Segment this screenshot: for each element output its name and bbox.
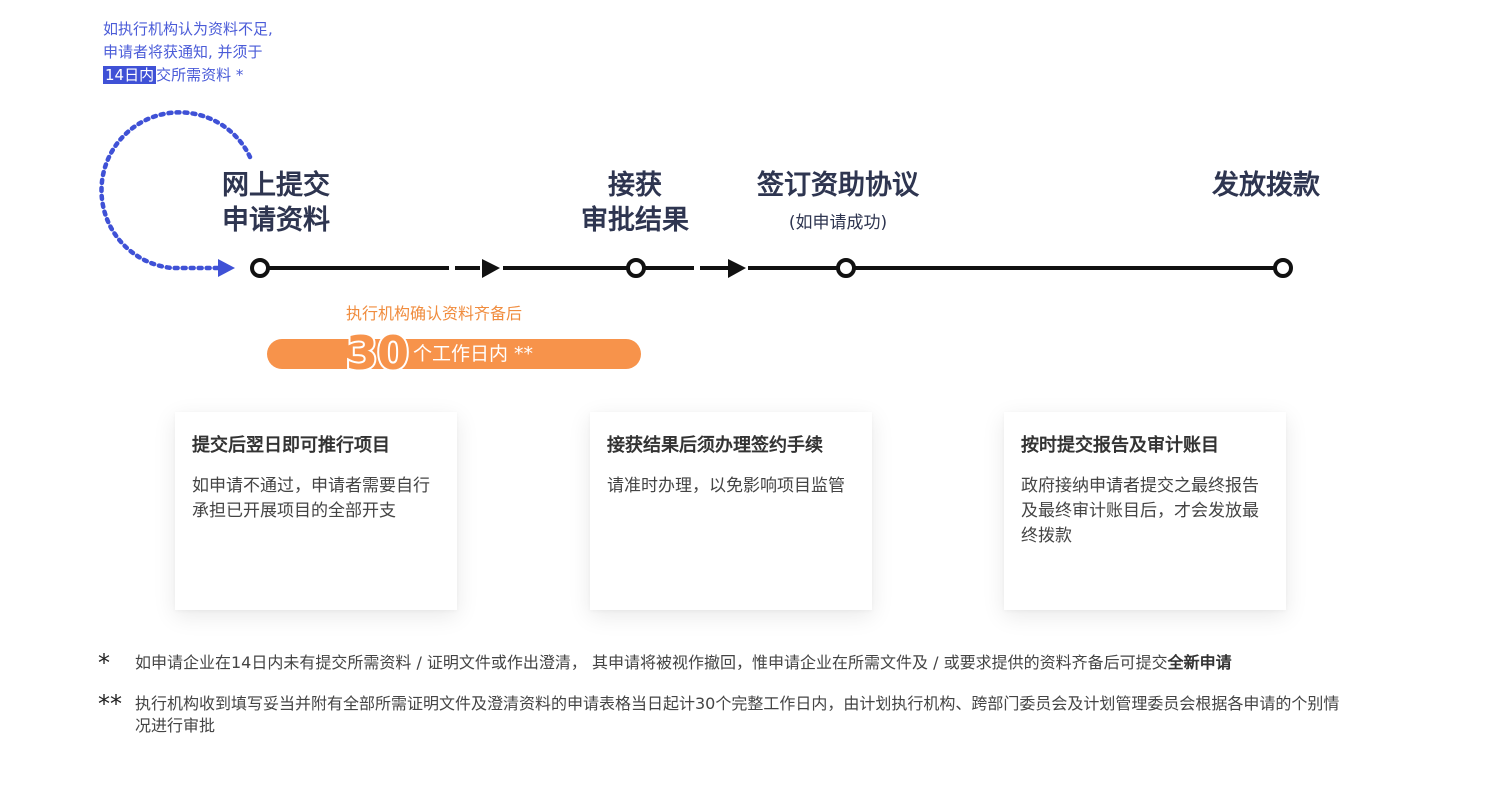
footnote-2-mark: ** <box>98 690 122 718</box>
note-line-3: 14日内交所需资料 * <box>103 64 273 87</box>
step-2-line2: 审批结果 <box>581 205 689 236</box>
timeline-arrow-2 <box>728 259 746 278</box>
timeline-arrow-1 <box>482 259 500 278</box>
card-2-title: 接获结果后须办理签约手续 <box>607 435 823 456</box>
resubmission-note: 如执行机构认为资料不足, 申请者将获通知, 并须于 14日内交所需资料 * <box>103 18 273 87</box>
card-2-body: 请准时办理，以免影响项目监管 <box>607 476 845 496</box>
card-3-body: 政府接纳申请者提交之最终报告及最终审计账目后，才会发放最终拨款 <box>1021 476 1259 546</box>
resubmit-loop-arrow <box>99 110 253 271</box>
note-line-3-rest: 交所需资料 * <box>156 66 244 84</box>
info-card-1: 提交后翌日即可推行项目 如申请不通过，申请者需要自行承担已开展项目的全部开支 <box>175 412 457 610</box>
card-1-title: 提交后翌日即可推行项目 <box>192 435 390 456</box>
footnote-2-text: 执行机构收到填写妥当并附有全部所需证明文件及澄清资料的申请表格当日起计30个完整… <box>135 694 1340 735</box>
step-3-subtitle: (如申请成功) <box>788 213 888 233</box>
footnote-1-mark: * <box>98 649 110 677</box>
card-3-title: 按时提交报告及审计账目 <box>1021 435 1219 456</box>
step-3-title: 签订资助协议 <box>738 168 938 203</box>
badge-caption: 执行机构确认资料齐备后 <box>346 304 523 323</box>
info-card-2: 接获结果后须办理签约手续 请准时办理，以免影响项目监管 <box>590 412 872 610</box>
step-1-line2: 申请资料 <box>222 205 330 236</box>
working-days-pill <box>267 339 641 369</box>
step-1-line1: 网上提交 <box>222 170 330 201</box>
info-card-3: 按时提交报告及审计账目 政府接纳申请者提交之最终报告及最终审计账目后，才会发放最… <box>1004 412 1286 610</box>
step-1-title: 网上提交 申请资料 <box>196 168 356 238</box>
footnote-1-text: 如申请企业在14日内未有提交所需资料 / 证明文件或作出澄清， 其申请将被视作撤… <box>135 653 1168 672</box>
footnote-2: ** 执行机构收到填写妥当并附有全部所需证明文件及澄清资料的申请表格当日起计30个… <box>98 690 1350 737</box>
node-3 <box>836 258 856 278</box>
step-4-line1: 发放拨款 <box>1212 170 1320 201</box>
badge-text: 个工作日内 ** <box>413 343 534 365</box>
node-2 <box>626 258 646 278</box>
badge-number: 30 <box>344 324 411 382</box>
footnote-1: * 如申请企业在14日内未有提交所需资料 / 证明文件或作出澄清， 其申请将被视作… <box>98 649 1355 677</box>
note-line-1: 如执行机构认为资料不足, <box>103 20 273 38</box>
card-1-body: 如申请不通过，申请者需要自行承担已开展项目的全部开支 <box>192 476 430 521</box>
note-highlight: 14日内 <box>103 66 157 84</box>
footnote-1-bold: 全新申请 <box>1167 653 1232 672</box>
step-2-line1: 接获 <box>608 170 662 201</box>
step-3-line1: 签订资助协议 <box>757 170 919 201</box>
step-4-title: 发放拨款 <box>1186 168 1346 203</box>
resubmit-arrowhead <box>218 259 235 277</box>
node-1 <box>250 258 270 278</box>
note-line-2: 申请者将获通知, 并须于 <box>103 43 263 61</box>
step-2-title: 接获 审批结果 <box>555 168 715 238</box>
node-4 <box>1273 258 1293 278</box>
